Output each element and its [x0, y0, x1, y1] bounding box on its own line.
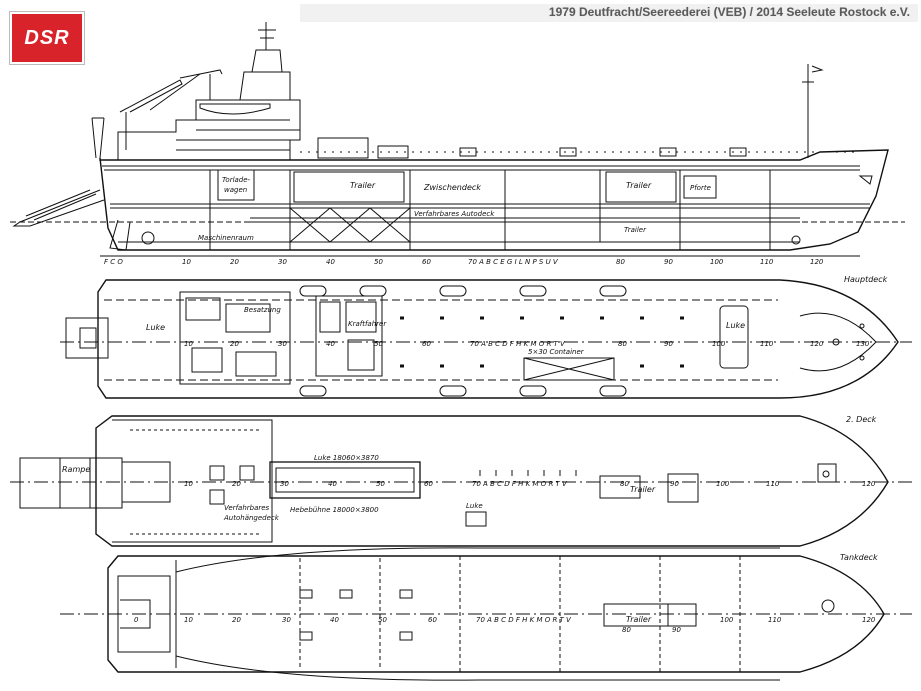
label-trailer-2deck: Trailer: [630, 485, 656, 494]
frame-label: 90: [672, 626, 681, 634]
label-trailer-c: Trailer: [624, 226, 647, 234]
label-torlade: Torlade-: [222, 176, 251, 184]
title-2deck: 2. Deck: [846, 415, 877, 424]
frame-label: 100: [716, 480, 730, 488]
frame-label: 0: [134, 616, 139, 624]
label-trailer-b: Trailer: [626, 181, 652, 190]
label-trailer-a: Trailer: [350, 181, 376, 190]
frame-label: 60: [428, 616, 437, 624]
frame-label: 120: [810, 258, 824, 266]
label-pforte: Pforte: [690, 184, 711, 192]
frame-label: 20: [232, 616, 241, 624]
label-wagen: wagen: [224, 186, 247, 194]
frame-label: 60: [422, 258, 431, 266]
frame-label: 30: [278, 258, 287, 266]
label-zwischendeck: Zwischendeck: [423, 183, 481, 192]
frame-label: 80: [620, 480, 629, 488]
frame-label: 30: [282, 616, 291, 624]
frame-label: 70 A B C E G I L N P S U V: [468, 258, 559, 266]
frame-label: 70 A B C D F H K M O R T V: [476, 616, 572, 624]
label-autohangedeck-2: Autohängedeck: [223, 514, 280, 522]
frame-label: 130: [856, 340, 870, 348]
frame-label: 90: [670, 480, 679, 488]
frame-scale-hauptdeck: 10 20 30 40 50 60 70 A B C D F H K M O R…: [184, 340, 870, 348]
stern-letters: F C O: [104, 258, 123, 266]
frame-label: 120: [810, 340, 824, 348]
frame-label: 30: [278, 340, 287, 348]
plan-2deck: [10, 415, 912, 547]
frame-label: 20: [230, 340, 239, 348]
frame-label: 110: [768, 616, 782, 624]
frame-label: 50: [378, 616, 387, 624]
label-trailer-tankdeck: Trailer: [626, 615, 652, 624]
frame-scale-profile: 10 20 30 40 50 60 70 A B C E G I L N P S…: [182, 258, 824, 266]
label-luke-dims: Luke 18060×3870: [314, 454, 379, 462]
frame-label: 50: [374, 340, 383, 348]
label-autohangedeck-1: Verfahrbares: [224, 504, 270, 512]
frame-label: 80: [622, 626, 631, 634]
frame-label: 100: [720, 616, 734, 624]
label-luke-aft: Luke: [146, 323, 165, 332]
frame-label: 60: [424, 480, 433, 488]
frame-label: 40: [330, 616, 339, 624]
frame-scale-tankdeck: 0 10 20 30 40 50 60 70 A B C D F H K M O…: [134, 616, 876, 634]
frame-label: 100: [712, 340, 726, 348]
credit-line: 1979 Deutfracht/Seereederei (VEB) / 2014…: [548, 5, 910, 19]
frame-label: 120: [862, 616, 876, 624]
frame-label: 40: [326, 258, 335, 266]
label-container: 5×30 Container: [528, 348, 585, 356]
frame-label: 80: [616, 258, 625, 266]
label-kraftfahrer: Kraftfahrer: [348, 320, 387, 328]
title-tankdeck: Tankdeck: [840, 553, 878, 562]
frame-label: 40: [326, 340, 335, 348]
frame-label: 40: [328, 480, 337, 488]
label-maschinenraum: Maschinenraum: [198, 234, 254, 242]
frame-label: 90: [664, 340, 673, 348]
label-besatzung: Besatzung: [244, 306, 281, 314]
frame-label: 100: [710, 258, 724, 266]
frame-label: 110: [760, 340, 774, 348]
frame-label: 50: [376, 480, 385, 488]
frame-label: 50: [374, 258, 383, 266]
label-luke-small: Luke: [466, 502, 483, 510]
label-hebebuhne: Hebebühne 18000×3800: [290, 506, 379, 514]
frame-label: 30: [280, 480, 289, 488]
title-hauptdeck: Hauptdeck: [844, 275, 888, 284]
frame-label: 20: [230, 258, 239, 266]
frame-label: 90: [664, 258, 673, 266]
header-bar: [300, 4, 918, 22]
frame-label: 20: [232, 480, 241, 488]
label-rampe: Rampe: [62, 465, 90, 474]
frame-label: 110: [760, 258, 774, 266]
frame-label: 70 A B C D F H K M O R T V: [472, 480, 568, 488]
frame-label: 10: [184, 616, 193, 624]
frame-scale-2deck: 10 20 30 40 50 60 70 A B C D F H K M O R…: [184, 480, 876, 488]
frame-label: 120: [862, 480, 876, 488]
frame-label: 10: [184, 480, 193, 488]
plan-hauptdeck: [60, 279, 912, 399]
frame-label: 70 A B C D F H K M O R T V: [470, 340, 566, 348]
label-autodeck: Verfahrbares Autodeck: [414, 210, 495, 218]
plan-tankdeck: [60, 547, 912, 681]
frame-label: 10: [184, 340, 193, 348]
side-profile: [10, 22, 905, 257]
dsr-logo: DSR: [9, 11, 85, 65]
label-luke-fwd: Luke: [726, 321, 745, 330]
frame-label: 110: [766, 480, 780, 488]
frame-label: 10: [182, 258, 191, 266]
frame-label: 60: [422, 340, 431, 348]
frame-label: 80: [618, 340, 627, 348]
logo-text: DSR: [24, 26, 70, 49]
